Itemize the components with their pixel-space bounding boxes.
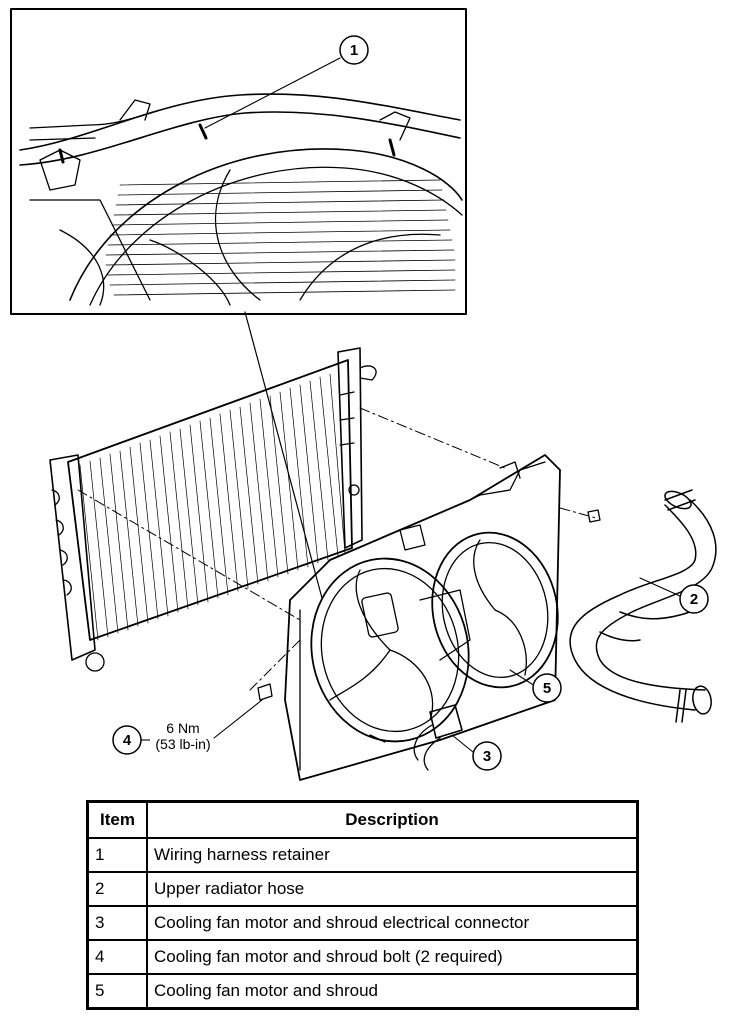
parts-legend-table: Item Description 1 Wiring harness retain…	[86, 800, 639, 1010]
item-description: Cooling fan motor and shroud	[146, 973, 639, 1010]
radiator-core-fins	[79, 373, 346, 641]
callout-2-number: 2	[690, 591, 698, 608]
exploded-view-diagram: 1 2 3 4 5 6 Nm (53 lb-in)	[10, 8, 717, 781]
torque-value: 6 Nm	[166, 720, 199, 736]
item-number: 1	[86, 837, 148, 873]
callout-4-number: 4	[123, 732, 132, 749]
table-row: 1 Wiring harness retainer	[86, 837, 639, 873]
item-number: 2	[86, 871, 148, 907]
radiator	[49, 347, 377, 672]
item-description: Upper radiator hose	[146, 871, 639, 907]
callout-1: 1	[339, 35, 369, 65]
item-description: Wiring harness retainer	[146, 837, 639, 873]
torque-imperial: (53 lb-in)	[155, 736, 210, 752]
electrical-connector	[413, 704, 463, 771]
callout-5: 5	[532, 673, 562, 703]
item-number: 5	[86, 973, 148, 1010]
table-row: 4 Cooling fan motor and shroud bolt (2 r…	[86, 939, 639, 975]
callout-3: 3	[472, 741, 502, 771]
alignment-lines	[77, 407, 597, 691]
table-row: 2 Upper radiator hose	[86, 871, 639, 907]
description-column-header: Description	[146, 800, 639, 839]
item-number: 4	[86, 939, 148, 975]
item-description: Cooling fan motor and shroud bolt (2 req…	[146, 939, 639, 975]
item-column-header: Item	[86, 800, 148, 839]
detail-inset	[10, 8, 467, 315]
item-number: 3	[86, 905, 148, 941]
callout-3-number: 3	[483, 748, 491, 765]
shroud-bolt	[257, 509, 601, 701]
table-row: 5 Cooling fan motor and shroud	[86, 973, 639, 1010]
upper-radiator-hose	[569, 489, 717, 723]
table-header-row: Item Description	[86, 800, 639, 839]
table-row: 3 Cooling fan motor and shroud electrica…	[86, 905, 639, 941]
callout-2: 2	[679, 584, 709, 614]
item-description: Cooling fan motor and shroud electrical …	[146, 905, 639, 941]
fan-shroud	[284, 454, 561, 781]
callout-1-number: 1	[350, 42, 358, 59]
callout-4: 4	[112, 725, 142, 755]
inset-leader-line	[244, 311, 323, 599]
callout-5-number: 5	[543, 680, 551, 697]
callout-leaders	[204, 57, 681, 753]
